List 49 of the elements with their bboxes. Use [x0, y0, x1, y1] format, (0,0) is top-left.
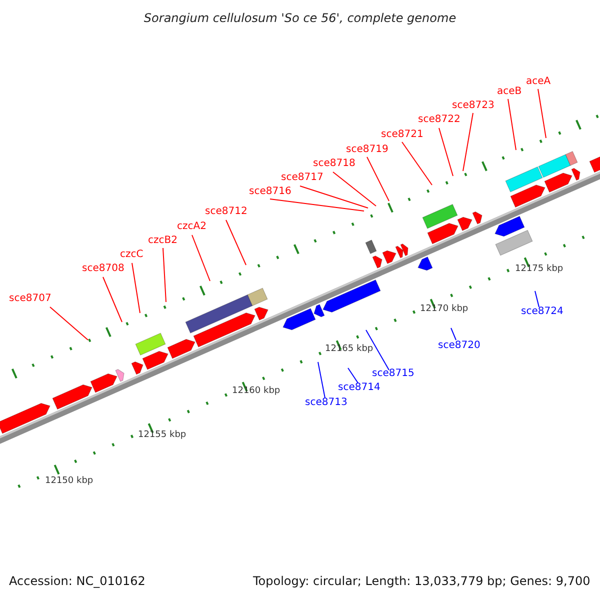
leader-line — [438, 128, 454, 176]
leader-line — [534, 290, 540, 308]
leader-line — [366, 156, 390, 202]
leader-line — [538, 88, 546, 138]
leader-line — [348, 368, 358, 384]
leader-line — [192, 234, 210, 282]
gene-label: aceB — [497, 87, 522, 97]
scale-label: 12160 kbp — [232, 387, 280, 396]
scale-label: 12155 kbp — [138, 431, 186, 440]
gene-label: sce8723 — [452, 101, 494, 111]
leader-line — [450, 328, 456, 340]
leader-line — [226, 220, 246, 266]
leader-line — [50, 306, 88, 340]
gene-label: sce8712 — [205, 207, 248, 217]
leader-line — [462, 112, 474, 172]
footer-text: Topology: circular; Length: 13,033,779 bp; Genes: 9,700 — [253, 575, 590, 587]
gene-label: czcB2 — [148, 236, 178, 246]
gene-label: czcC — [120, 250, 144, 260]
gene-label: czcA2 — [177, 222, 206, 232]
scale-label: 12165 kbp — [325, 345, 374, 354]
title: Sorangium cellulosum 'So ce 56', complete genome — [142, 12, 458, 24]
gene-label: sce8707 — [9, 294, 52, 304]
leader-line — [300, 186, 368, 208]
gene-label: sce8721 — [381, 130, 424, 140]
gene-label: sce8722 — [418, 115, 460, 125]
scale-label: 12170 kbp — [420, 305, 468, 314]
leader-line — [402, 142, 432, 186]
footer-text: Accession: NC_010162 — [9, 575, 146, 587]
gene-label: sce8719 — [346, 145, 388, 155]
gene-label: sce8717 — [281, 173, 324, 183]
gene-label: aceA — [526, 77, 551, 87]
leader-line — [366, 330, 390, 370]
gene-label: sce8708 — [82, 264, 124, 274]
scale-label: 12175 kbp — [515, 265, 564, 274]
gene-label: sce8714 — [338, 383, 380, 393]
gene-label: sce8715 — [372, 369, 414, 379]
scale-label: 12150 kbp — [45, 477, 94, 486]
leader-line — [508, 98, 516, 150]
gene-label: sce8724 — [521, 307, 564, 317]
gene-label: sce8713 — [305, 398, 348, 408]
leader-line — [332, 172, 376, 206]
gene-label: sce8720 — [438, 341, 480, 351]
leader-line — [102, 276, 122, 322]
leader-line — [132, 262, 140, 314]
gene-label: sce8718 — [313, 159, 356, 169]
leader-line — [270, 198, 364, 212]
gene-label: sce8716 — [249, 187, 292, 197]
leader-line — [162, 248, 166, 302]
leader-line — [318, 362, 326, 398]
